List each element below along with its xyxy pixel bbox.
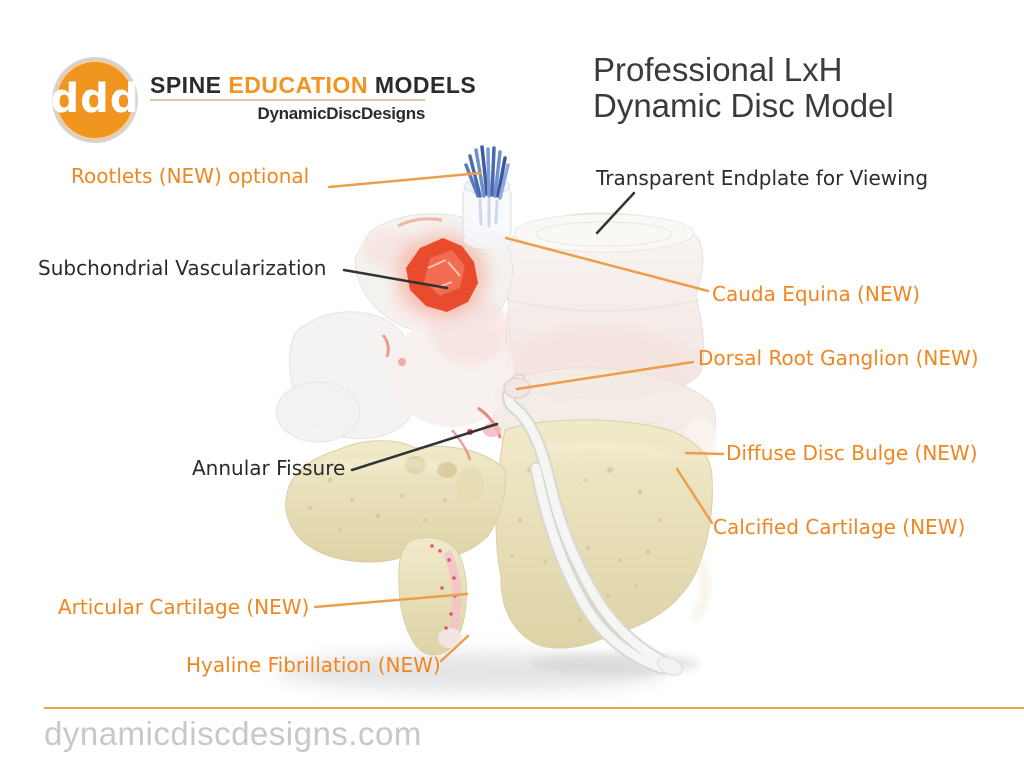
leader-bulge xyxy=(684,451,725,456)
label-disc-bulge: Diffuse Disc Bulge (NEW) xyxy=(726,441,978,465)
brand-word-spine: SPINE xyxy=(150,72,222,98)
label-endplate: Transparent Endplate for Viewing xyxy=(596,166,929,190)
label-rootlets: Rootlets (NEW) optional xyxy=(71,164,310,188)
leader-articular xyxy=(313,592,469,609)
logo-monogram: ddd xyxy=(50,76,140,122)
lower-vertebra-bone xyxy=(285,419,713,656)
brand-tagline: DynamicDiscDesigns xyxy=(257,104,425,123)
label-hyaline-fibrillation: Hyaline Fibrillation (NEW) xyxy=(186,653,441,677)
leader-hyaline xyxy=(439,634,470,663)
label-subchondrial: Subchondrial Vascularization xyxy=(38,256,327,280)
leader-rootlets xyxy=(327,171,483,189)
blue-nerve-rootlets xyxy=(464,145,510,200)
vascularization-blob xyxy=(397,233,487,317)
label-annular-fissure: Annular Fissure xyxy=(192,456,346,480)
label-calcified-cartilage: Calcified Cartilage (NEW) xyxy=(713,515,966,539)
label-dorsal-root-ganglion: Dorsal Root Ganglion (NEW) xyxy=(698,346,979,370)
articular-cartilage xyxy=(430,544,462,648)
brand-name: SPINE EDUCATION MODELS xyxy=(150,72,476,99)
page-title-line1: Professional LxH xyxy=(593,51,843,88)
leader-cauda xyxy=(504,236,710,293)
leader-subchondrial xyxy=(342,268,449,290)
footer-website-url: dynamicdiscdesigns.com xyxy=(44,715,422,752)
brand-divider xyxy=(150,99,425,101)
brand-word-models: MODELS xyxy=(374,72,477,98)
label-articular-cartilage: Articular Cartilage (NEW) xyxy=(58,595,310,619)
leader-calcified xyxy=(675,467,714,525)
page-title-line2: Dynamic Disc Model xyxy=(593,87,894,124)
logo-ddd-badge: ddd xyxy=(50,57,140,143)
page-title: Professional LxH Dynamic Disc Model xyxy=(593,52,894,124)
brand-word-education: EDUCATION xyxy=(228,72,368,98)
white-nerve-root-tube xyxy=(502,373,683,676)
leader-drg xyxy=(515,360,695,391)
label-cauda-equina: Cauda Equina (NEW) xyxy=(712,282,921,306)
leader-annular xyxy=(350,422,499,472)
leader-endplate xyxy=(595,191,636,235)
footer-divider xyxy=(44,707,1024,709)
